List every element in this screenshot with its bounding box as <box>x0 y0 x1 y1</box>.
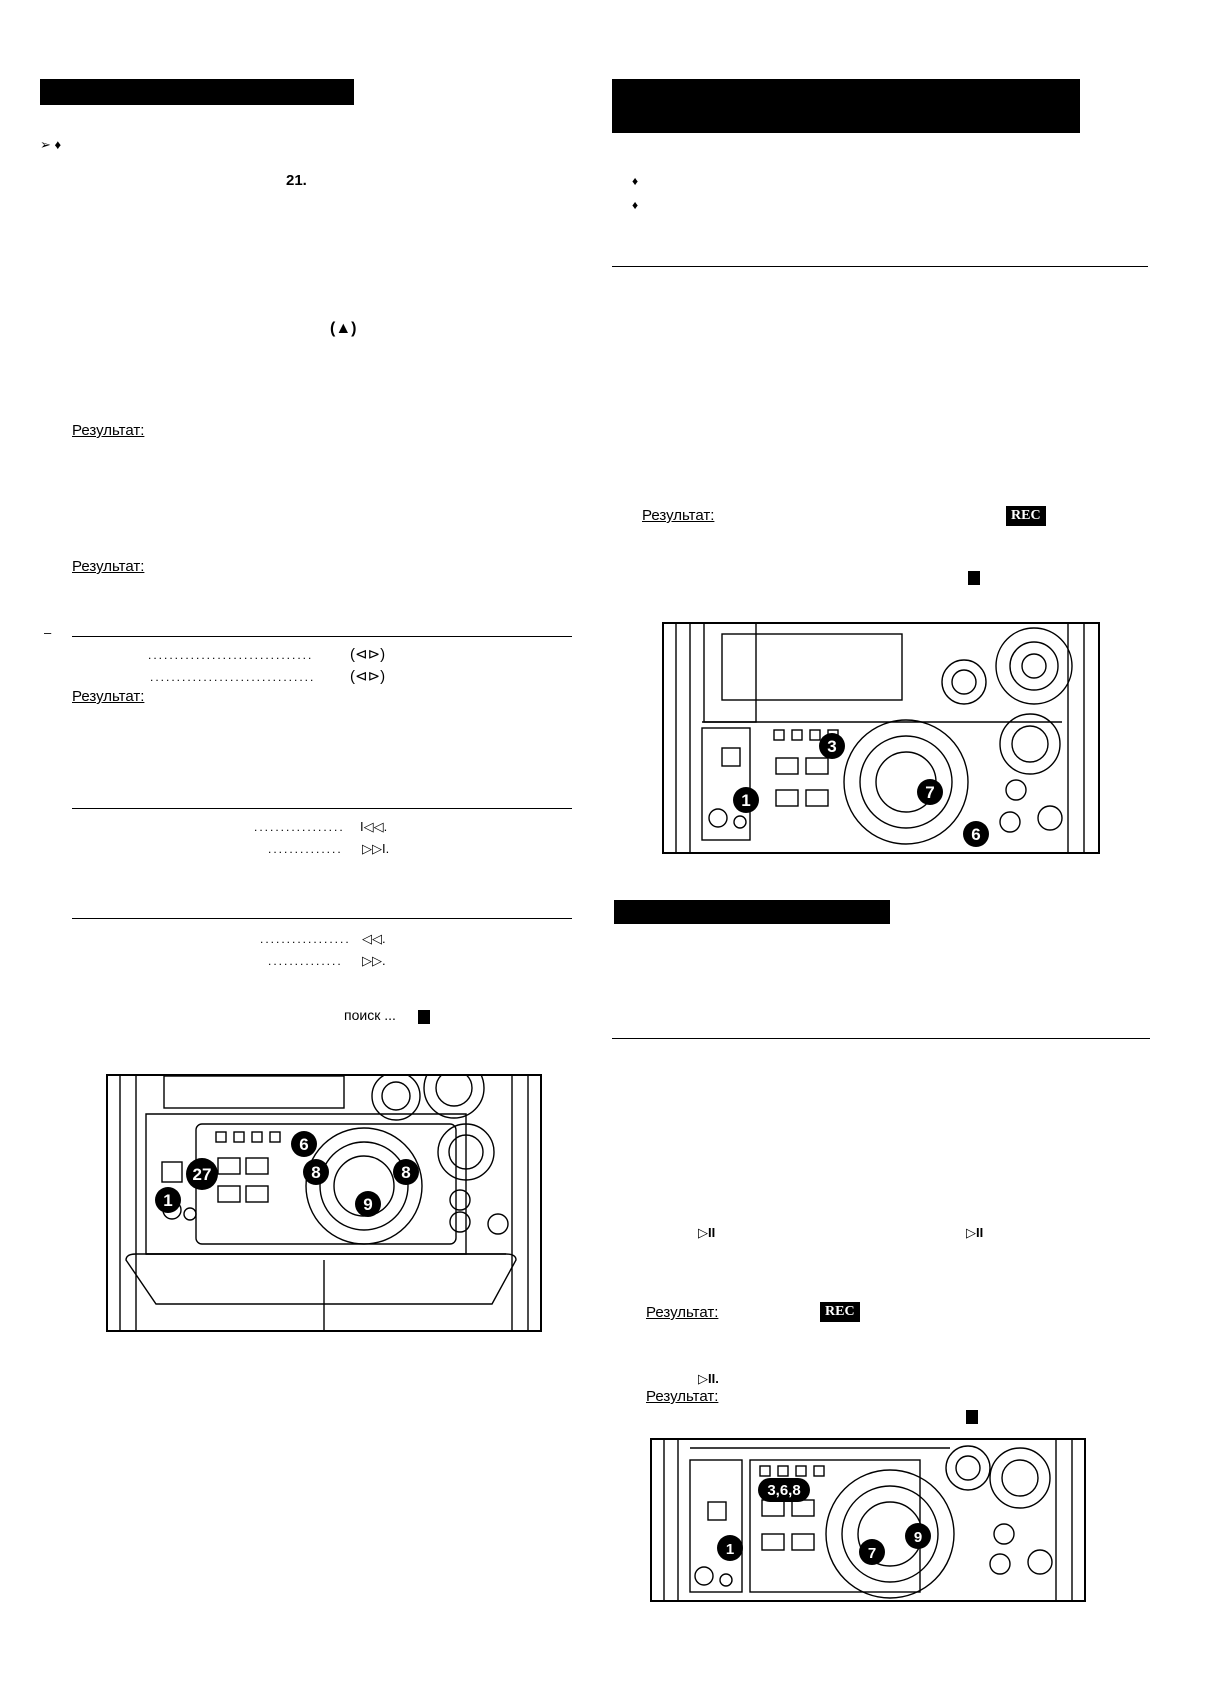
skip-forward-symbol: ▷▷I. <box>362 841 390 856</box>
device-panel-illustration-left: 6 27 8 8 1 9 <box>106 1057 542 1332</box>
play-pause-symbol-a: ▷II <box>698 1225 716 1240</box>
callout-7: 7 <box>925 783 934 802</box>
divider-tuning <box>72 636 572 637</box>
bullet-2: ♦ <box>632 198 639 212</box>
device-panel-illustration-right-top: 3 1 7 6 <box>662 622 1100 854</box>
right-subheading-bar <box>614 900 890 924</box>
dot-leader: .............. <box>268 954 343 968</box>
dot-leader: .............. <box>268 842 343 856</box>
result-label-r3: Результат: <box>646 1388 719 1405</box>
divider-right-2 <box>612 1038 1150 1039</box>
result-label-r1: Результат: <box>642 507 715 524</box>
stop-icon <box>968 571 980 585</box>
callout-8a: 8 <box>311 1163 320 1182</box>
divider-skip <box>72 808 572 809</box>
page-reference: 21. <box>286 172 307 189</box>
stop-icon <box>418 1010 430 1024</box>
stop-icon <box>966 1410 978 1424</box>
rec-badge: REC <box>820 1302 860 1322</box>
callout-3: 3 <box>827 737 836 756</box>
device-panel-illustration-right-bottom: 3,6,8 1 7 9 <box>650 1438 1086 1602</box>
callout-9: 9 <box>363 1195 372 1214</box>
callout-7: 7 <box>868 1545 876 1562</box>
callout-27: 27 <box>193 1165 212 1184</box>
callout-9: 9 <box>914 1529 922 1546</box>
callout-6: 6 <box>971 825 980 844</box>
result-label-3: Результат: <box>72 688 145 705</box>
eject-symbol: (▲) <box>330 320 357 337</box>
result-label-r2: Результат: <box>646 1304 719 1321</box>
play-pause-symbol-b: ▷II <box>966 1225 984 1240</box>
dot-leader: ................. <box>254 820 345 834</box>
dash-marker: – <box>44 625 52 640</box>
stereo-panel-drawing: 3 1 7 6 <box>662 622 1100 854</box>
callout-1: 1 <box>726 1541 734 1558</box>
play-pause-symbol-c: ▷II. <box>698 1371 719 1386</box>
left-heading-bar <box>40 79 354 105</box>
divider-right-1 <box>612 266 1148 267</box>
divider-search <box>72 918 572 919</box>
right-heading-bar <box>612 79 1080 133</box>
search-label: поиск ... <box>344 1007 396 1023</box>
rec-badge: REC <box>1006 506 1046 526</box>
callout-1: 1 <box>163 1191 172 1210</box>
callout-6: 6 <box>299 1135 308 1154</box>
dot-leader: ............................... <box>150 670 316 684</box>
stereo-panel-drawing: 6 27 8 8 1 9 <box>106 1057 542 1332</box>
tuning-symbol-2: (⊲⊳) <box>350 668 386 685</box>
skip-back-symbol: I◁◁. <box>360 819 388 834</box>
tuning-symbol-1: (⊲⊳) <box>350 646 386 663</box>
bullet-1: ♦ <box>632 174 639 188</box>
result-label-1: Результат: <box>72 422 145 439</box>
dot-leader: ................. <box>260 932 351 946</box>
callout-3-6-8: 3,6,8 <box>767 1482 800 1499</box>
bullet-marker: ➢ ♦ <box>40 137 62 152</box>
result-label-2: Результат: <box>72 558 145 575</box>
search-back-symbol: ◁◁. <box>362 931 386 946</box>
dot-leader: ............................... <box>148 648 314 662</box>
search-forward-symbol: ▷▷. <box>362 953 386 968</box>
callout-8b: 8 <box>401 1163 410 1182</box>
callout-1: 1 <box>741 791 750 810</box>
stereo-panel-drawing: 3,6,8 1 7 9 <box>650 1438 1086 1602</box>
